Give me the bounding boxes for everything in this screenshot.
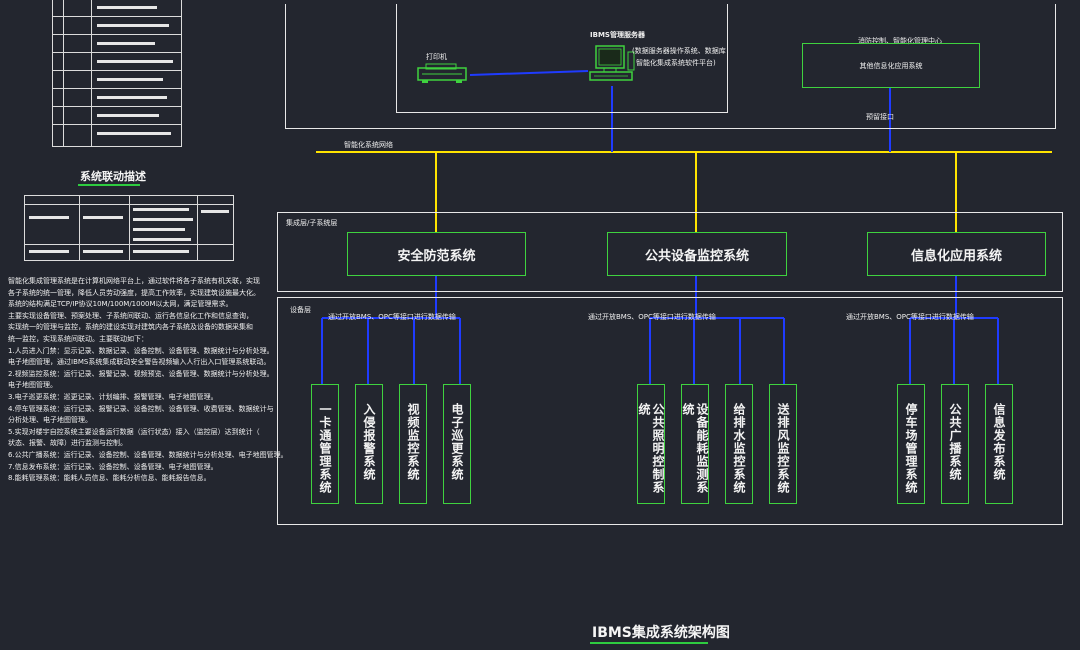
printer-to-server bbox=[469, 70, 589, 76]
linkage-description: 智能化集成管理系统是在计算机网络平台上，通过软件将各子系统有机关联，实现 各子系… bbox=[8, 277, 288, 483]
security-system-label: 安全防范系统 bbox=[397, 248, 476, 264]
diagram-title-underline bbox=[590, 642, 708, 644]
printer-label: 打印机 bbox=[426, 53, 447, 61]
info-application-box: 信息化应用系统 bbox=[867, 232, 1046, 276]
integration-layer-frame bbox=[277, 212, 1063, 292]
server-subtitle-1: (数据服务器操作系统、数据库 bbox=[632, 47, 726, 55]
facility-item-3: 给排水监控系统 bbox=[725, 384, 753, 504]
facility-protocol-label: 通过开放BMS、OPC等接口进行数据传输 bbox=[588, 313, 716, 321]
security-protocol-label: 通过开放BMS、OPC等接口进行数据传输 bbox=[328, 313, 456, 321]
server-room-frame bbox=[396, 4, 728, 113]
server-subtitle-2: 智能化集成系统软件平台) bbox=[636, 59, 716, 67]
facility-item-2: 设备能耗监测系统 bbox=[681, 384, 709, 504]
linkage-table bbox=[24, 195, 234, 261]
facility-monitoring-box: 公共设备监控系统 bbox=[607, 232, 787, 276]
facility-item-4: 送排风监控系统 bbox=[769, 384, 797, 504]
other-applications-box: 其他信息化应用系统 bbox=[802, 43, 980, 88]
control-center-frame bbox=[285, 4, 1056, 129]
security-item-3: 视频监控系统 bbox=[399, 384, 427, 504]
printer-icon bbox=[416, 62, 468, 84]
security-item-1: 一卡通管理系统 bbox=[311, 384, 339, 504]
management-center-label: 消防控制、智能化管理中心 bbox=[858, 37, 942, 45]
security-item-4: 电子巡更系统 bbox=[443, 384, 471, 504]
device-layer-label: 设备层 bbox=[290, 306, 311, 314]
info-item-2: 公共广播系统 bbox=[941, 384, 969, 504]
facility-item-1: 公共照明控制系统 bbox=[637, 384, 665, 504]
info-item-1: 停车场管理系统 bbox=[897, 384, 925, 504]
info-protocol-label: 通过开放BMS、OPC等接口进行数据传输 bbox=[846, 313, 974, 321]
facility-monitoring-label: 公共设备监控系统 bbox=[644, 248, 749, 264]
info-item-3: 信息发布系统 bbox=[985, 384, 1013, 504]
integration-layer-label: 集成层/子系统层 bbox=[286, 219, 338, 227]
device-layer-frame bbox=[277, 297, 1063, 525]
server-computer-icon bbox=[588, 44, 636, 86]
legend-table bbox=[52, 0, 182, 147]
security-system-box: 安全防范系统 bbox=[347, 232, 526, 276]
security-item-2: 入侵报警系统 bbox=[355, 384, 383, 504]
network-bus-label: 智能化系统网络 bbox=[344, 141, 393, 149]
reserved-interface-label: 预留接口 bbox=[866, 113, 894, 121]
info-application-label: 信息化应用系统 bbox=[910, 248, 1002, 264]
server-title: IBMS管理服务器 bbox=[590, 31, 645, 39]
other-applications-label: 其他信息化应用系统 bbox=[859, 61, 923, 70]
linkage-title: 系统联动描述 bbox=[80, 170, 146, 183]
linkage-title-underline bbox=[78, 184, 140, 186]
diagram-title: IBMS集成系统架构图 bbox=[592, 625, 730, 641]
